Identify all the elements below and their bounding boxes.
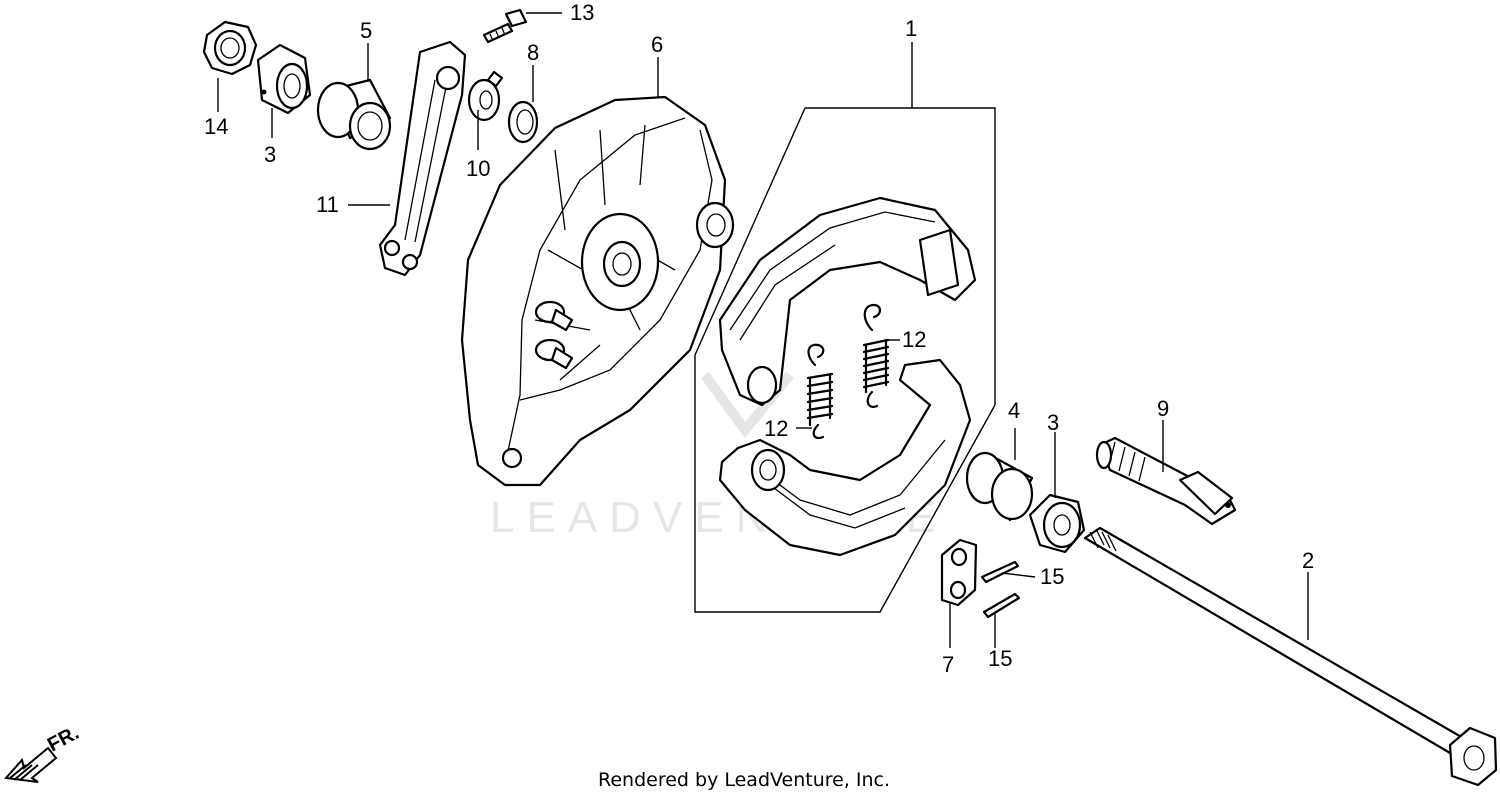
callout-12-upper: 12: [902, 327, 926, 352]
callout-10: 10: [466, 156, 490, 181]
part-7-plate: [940, 538, 978, 607]
callout-8: 8: [527, 40, 539, 65]
callout-3-left: 3: [264, 142, 276, 167]
part-11-brake-arm: [378, 40, 467, 277]
callout-5: 5: [360, 18, 372, 43]
callout-9: 9: [1157, 396, 1169, 421]
brake-shoe-lower: [718, 358, 972, 557]
callout-1: 1: [905, 16, 917, 41]
callout-15-lower: 15: [988, 646, 1012, 671]
callout-12-lower: 12: [764, 416, 788, 441]
brake-shoe-upper: [718, 196, 977, 407]
part-2-axle: [1083, 526, 1498, 787]
leader-lines: [217, 12, 1309, 648]
part-13-bolt: [482, 8, 528, 44]
part-3-cam-right: [1028, 493, 1086, 554]
part-15-cotter-pin-upper: [980, 560, 1020, 584]
part-14-nut: [202, 20, 258, 76]
callout-3-right: 3: [1047, 410, 1059, 435]
front-direction-arrow-icon: [3, 746, 58, 783]
part-4-collar: [965, 451, 1034, 522]
callout-14: 14: [204, 114, 228, 139]
part-8-seal: [507, 100, 539, 144]
callout-15-upper: 15: [1040, 564, 1064, 589]
part-15-cotter-pin-lower: [982, 592, 1021, 619]
footer-credit: Rendered by LeadVenture, Inc.: [598, 769, 890, 791]
part-1-shoe-set-bracket: [694, 42, 996, 613]
callout-6: 6: [651, 32, 663, 57]
part-12-spring-left: [806, 343, 834, 440]
callout-13: 13: [570, 0, 594, 25]
part-6-brake-panel: [460, 95, 735, 487]
callout-11: 11: [316, 192, 339, 217]
callout-2: 2: [1302, 548, 1314, 573]
part-5-collar: [316, 78, 392, 151]
part-12-spring-right: [862, 303, 890, 408]
part-10-washer: [467, 70, 504, 122]
part-9-shaft: [1095, 436, 1237, 526]
callout-7: 7: [942, 652, 954, 677]
callout-4: 4: [1008, 398, 1020, 423]
part-3-cam-left: [256, 43, 312, 115]
